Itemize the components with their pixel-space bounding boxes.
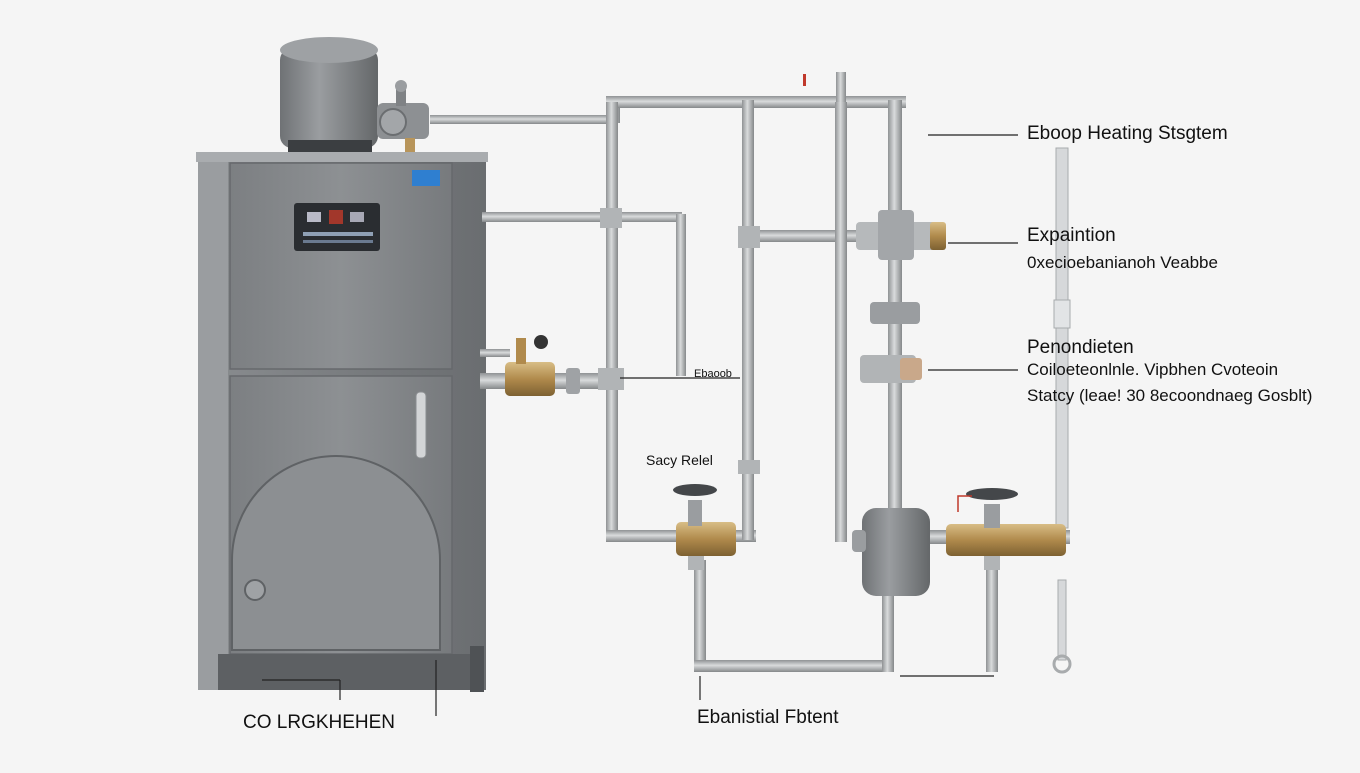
pipe-label: Ebaoob [694,368,732,380]
expansion-valve [856,210,946,324]
expansion-subtitle: 0xecioebanianoh Veabbe [1027,253,1218,272]
pressure-fitting [860,355,922,383]
boiler-base [218,654,472,690]
boiler-outlet-valve [480,335,600,396]
gate-valve [946,488,1066,570]
safety-relief-label: Sacy Relel [646,452,713,468]
pressure-title: Penondieten [1027,337,1134,358]
expansion-title: Expaintion [1027,225,1116,246]
door-handle [415,391,427,459]
tank-valve-fitting [377,80,429,152]
leader-lines [262,134,1018,716]
pressure-line-2: Statcy (leae! 30 8ecoondnaeg Gosblt) [1027,386,1313,405]
boiler-expansion-tank [280,37,378,152]
boiler-upper-panel [229,162,453,370]
pressure-line-1: Coiloeteonlnle. Vipbhen Cvoteoin [1027,360,1279,379]
firebox-door [231,455,441,651]
circulator-pump [852,508,930,596]
boiler-caption: CO LRGKHEHEN [243,712,396,733]
door-latch-icon [244,579,266,601]
control-display [294,203,380,251]
safety-relief-valve [673,484,736,570]
piping-network [430,72,1072,674]
bottom-center-caption: Ebanistial Fbtent [697,707,839,728]
pipe-fittings [598,208,760,474]
top-marker [803,74,806,86]
system-title: Eboop Heating Stsgtem [1027,123,1228,144]
brand-badge [412,170,440,186]
boiler [196,37,600,692]
